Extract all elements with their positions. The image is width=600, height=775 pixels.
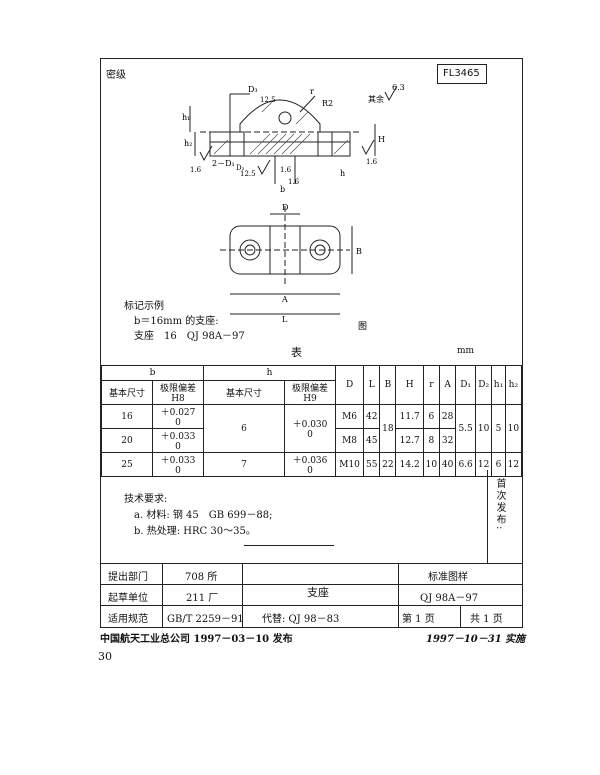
label-b: b	[280, 185, 285, 194]
table-title: 表	[291, 346, 302, 359]
dept-value: 708 所	[185, 572, 218, 583]
pin-hole	[278, 111, 292, 125]
head-L: L	[363, 365, 381, 405]
dept-label: 提出部门	[108, 572, 148, 583]
replace-note: 代替: QJ 98－83	[262, 614, 340, 625]
draft-label: 起草单位	[108, 593, 148, 604]
label-12-5-b: 12.5	[240, 170, 256, 178]
label-H: H	[378, 135, 385, 144]
head-A: A	[438, 365, 457, 405]
head-D: D	[334, 365, 365, 405]
head-r: r	[422, 365, 440, 405]
label-12-5-a: 12.5	[260, 96, 276, 104]
drawing-frame	[100, 58, 523, 628]
label-L: L	[282, 315, 288, 324]
head-h1: h₁	[491, 365, 506, 405]
label-1-6-d: 1.6	[288, 178, 300, 186]
label-B: B	[356, 247, 362, 256]
head-D1: D₁	[455, 365, 477, 405]
head-H: H	[395, 365, 424, 405]
requirement-a: a. 材料: 钢 45 GB 699－88;	[134, 510, 273, 521]
label-r: r	[310, 87, 314, 96]
std-number: QJ 98A－97	[420, 593, 479, 604]
side-divider	[487, 470, 488, 563]
technical-drawing: D₃ r R2 h₁ h₂ H 2－D₁ D₂ 12.5 12.5 1.6 1.…	[182, 83, 405, 332]
part-name: 支座	[307, 586, 329, 599]
head-h-basic: 基本尺寸	[203, 380, 285, 405]
code-label: FL3465	[443, 68, 480, 79]
label-D3: D₃	[248, 85, 258, 94]
std-label: 标准图样	[428, 572, 468, 583]
label-2D1: 2－D₁	[212, 159, 235, 168]
table-unit: mm	[457, 346, 475, 356]
draft-value: 211 厂	[186, 593, 219, 604]
marking-title: 标记示例	[124, 301, 164, 312]
marking-line1: b＝16mm 的支座:	[134, 316, 219, 327]
spec-label: 适用规范	[108, 614, 148, 625]
page-total: 共 1 页	[470, 614, 503, 625]
label-h: h	[340, 169, 345, 178]
surface-finish-value: 6.3	[392, 83, 405, 92]
head-B: B	[379, 365, 397, 405]
spec-value: GB/T 2259－91	[167, 614, 244, 625]
head-h2: h₂	[504, 365, 523, 405]
first-release-note: 首次发布:	[494, 478, 505, 532]
label-1-6-c: 1.6	[366, 158, 378, 166]
marking-line2: 支座 16 QJ 98A－97	[134, 331, 245, 342]
label-D2: D₂	[236, 164, 245, 172]
code-box	[437, 64, 487, 84]
table-header-row: b h D L B H r A D₁ D₂ h₁ h₂	[101, 365, 523, 405]
requirements-title: 技术要求:	[124, 494, 168, 505]
head-b: b	[101, 365, 204, 381]
right-hole	[317, 131, 333, 157]
page-of: 第 1 页	[402, 614, 435, 625]
label-h2: h₂	[184, 139, 192, 148]
figure-caption: 图	[358, 321, 367, 332]
head-h: h	[203, 365, 336, 381]
footer-effective: 1997－10－31 实施	[426, 634, 526, 645]
requirement-b: b. 热处理: HRC 30～35。	[134, 526, 256, 537]
label-D: D	[282, 203, 288, 212]
head-D2: D₂	[475, 365, 493, 405]
label-1-6-a: 1.6	[190, 166, 202, 174]
page-number: 30	[98, 650, 112, 663]
head-b-basic: 基本尺寸	[101, 380, 153, 405]
footer-issuer: 中国航天工业总公司 1997－03－10 发布	[100, 634, 293, 645]
label-h1: h₁	[182, 113, 190, 122]
surface-finish-other: 其余	[368, 94, 384, 104]
label-1-6-b: 1.6	[280, 166, 292, 174]
label-R2: R2	[322, 99, 333, 108]
requirements-underline	[244, 545, 334, 546]
secret-level: 密级	[106, 70, 126, 81]
label-A: A	[281, 295, 288, 304]
left-hole	[229, 131, 245, 157]
